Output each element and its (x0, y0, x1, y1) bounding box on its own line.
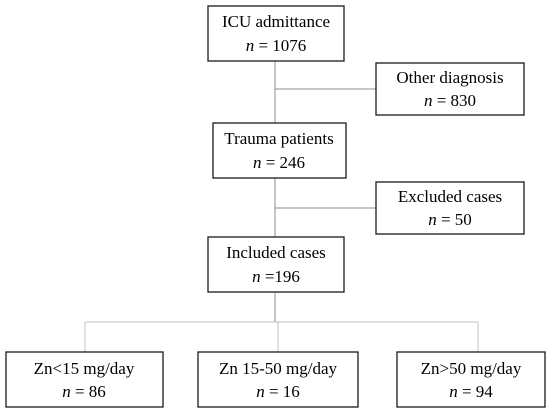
node-zn-high: Zn>50 mg/day n = 94 (396, 351, 546, 408)
node-icu-admittance: ICU admittance n = 1076 (207, 5, 345, 62)
node-excluded-title: Excluded cases (398, 187, 502, 206)
node-trauma-title: Trauma patients (224, 129, 333, 148)
node-included-count: n =196 (252, 267, 300, 286)
node-icu-count: n = 1076 (246, 36, 307, 55)
node-icu-title: ICU admittance (222, 12, 330, 31)
node-other-title: Other diagnosis (396, 68, 503, 87)
node-zn-high-count: n = 94 (449, 382, 493, 401)
node-other-diagnosis: Other diagnosis n = 830 (375, 62, 525, 116)
node-excluded-count: n = 50 (428, 210, 472, 229)
node-zn-low-count: n = 86 (62, 382, 106, 401)
node-zn-mid-count: n = 16 (256, 382, 300, 401)
node-included-title: Included cases (226, 243, 326, 262)
node-excluded-cases: Excluded cases n = 50 (375, 181, 525, 235)
node-zn-mid: Zn 15-50 mg/day n = 16 (197, 351, 359, 408)
node-zn-high-title: Zn>50 mg/day (421, 359, 522, 378)
node-zn-low-title: Zn<15 mg/day (34, 359, 135, 378)
connectors (84, 61, 479, 352)
node-included-cases: Included cases n =196 (207, 236, 345, 293)
node-zn-low: Zn<15 mg/day n = 86 (5, 351, 164, 408)
node-other-count: n = 830 (424, 91, 476, 110)
node-trauma-count: n = 246 (253, 153, 305, 172)
node-zn-mid-title: Zn 15-50 mg/day (219, 359, 338, 378)
node-trauma-patients: Trauma patients n = 246 (212, 122, 347, 179)
